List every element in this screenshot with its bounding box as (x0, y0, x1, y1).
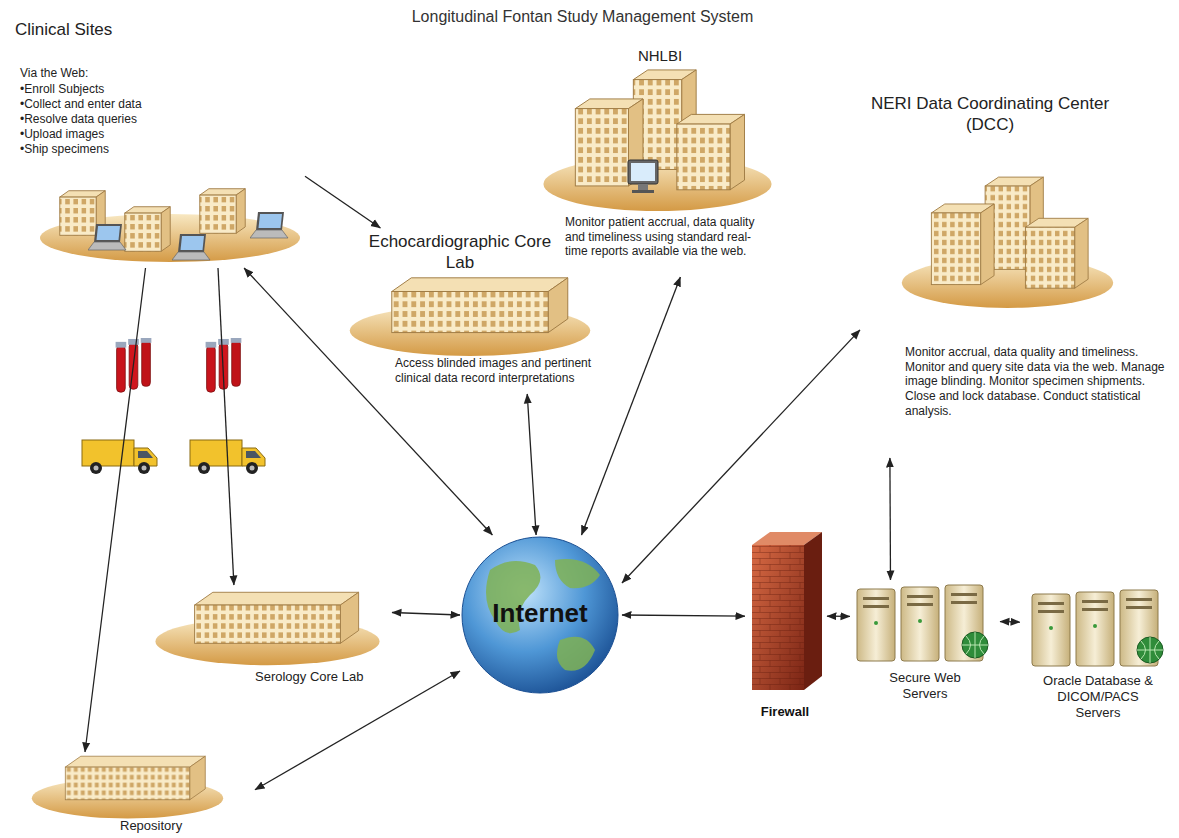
laptop-icon (88, 224, 126, 250)
repository-building (32, 756, 223, 818)
node-heading: Firewall (745, 704, 825, 720)
echo-lab-node: Echocardiographic Core LabAccess blinded… (345, 228, 617, 394)
connector-arrow (255, 671, 460, 790)
node-heading: Repository (120, 818, 230, 834)
internet-node: Internet (460, 535, 622, 695)
connector-arrow (622, 330, 860, 583)
node-body: Monitor patient accrual, data quality an… (565, 215, 770, 259)
laptop-icon (250, 212, 288, 238)
node-heading: NHLBI (540, 47, 780, 65)
nhlbi-node: NHLBI Monitor patient accrual, data quali… (540, 45, 782, 277)
connector-arrow (218, 268, 234, 585)
connector-arrow (582, 277, 681, 535)
connector-arrow (392, 613, 460, 616)
node-body: •Collect and enter data (20, 97, 240, 112)
connector-arrow (1000, 621, 1020, 623)
firewall-wall (752, 532, 822, 690)
connector-arrow (305, 176, 380, 228)
node-heading: Echocardiographic Core Lab (365, 232, 555, 273)
node-body: Access blinded images and pertinent clin… (395, 356, 615, 385)
node-heading: Clinical Sites (15, 20, 235, 41)
connector-arrow (527, 394, 536, 535)
nhlbi-building (543, 70, 771, 211)
site-group: Clinical SitesVia the Web:•Enroll Subjec… (15, 20, 305, 268)
delivery-truck (82, 440, 157, 474)
node-heading: Serology Core Lab (255, 669, 390, 685)
node-body: Via the Web: (20, 66, 240, 81)
site-building (200, 189, 245, 234)
node-heading: NERI Data Coordinating Center (DCC) (860, 94, 1120, 135)
node-body: •Enroll Subjects (20, 82, 240, 97)
database-node: Oracle Database & DICOM/PACS Servers (1020, 585, 1175, 730)
serology-node: Serology Core Lab (145, 585, 392, 687)
node-body: •Ship specimens (20, 142, 240, 157)
web-server-node: Secure Web Servers (850, 580, 1000, 710)
node-body: •Upload images (20, 127, 240, 142)
echo-building (350, 278, 591, 356)
node-body: Monitor accrual, data quality and timeli… (905, 345, 1170, 418)
node-heading: Internet (460, 598, 620, 630)
node-heading: Secure Web Servers (885, 670, 965, 702)
database-servers (1032, 590, 1163, 666)
connector-arrow (889, 458, 891, 580)
node-body: •Resolve data queries (20, 112, 240, 127)
web-servers (857, 585, 988, 661)
connector-arrow (827, 616, 850, 618)
dcc-building (902, 177, 1113, 308)
site-building (125, 207, 170, 252)
firewall-node: Firewall (745, 530, 827, 726)
diagram-title: Longitudinal Fontan Study Management Sys… (330, 8, 835, 26)
node-heading: Oracle Database & DICOM/PACS Servers (1042, 673, 1154, 721)
serology-building (155, 592, 379, 665)
connector-arrow (622, 615, 745, 616)
monitor-icon (628, 160, 658, 193)
dcc-node: NERI Data Coordinating Center (DCC) Monit… (860, 92, 1175, 458)
laptop-icon (172, 234, 210, 260)
connector-arrow (244, 268, 492, 535)
connector-arrow (85, 268, 146, 752)
repository-node: Repository (5, 752, 255, 836)
